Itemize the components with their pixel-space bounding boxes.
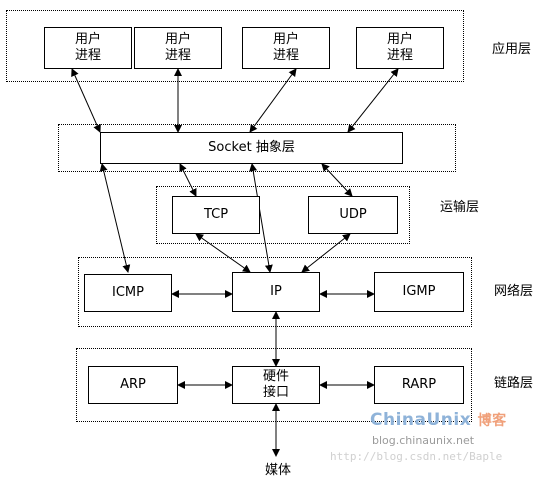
user-process-box-4: 用户 进程 bbox=[356, 27, 444, 69]
network-layer-label: 网络层 bbox=[494, 284, 534, 299]
arrow-up3-socket bbox=[249, 68, 297, 133]
icmp-box: ICMP bbox=[84, 274, 172, 312]
transport-layer-group bbox=[156, 186, 410, 244]
arrow-socket-tcp bbox=[179, 163, 197, 197]
udp-box: UDP bbox=[308, 196, 398, 234]
arrow-tcp-ip bbox=[195, 233, 251, 273]
rarp-box: RARP bbox=[374, 366, 464, 404]
igmp-box: IGMP bbox=[374, 272, 464, 312]
arrow-up4-socket bbox=[347, 68, 399, 133]
chinaunix-blog-url: blog.chinaunix.net bbox=[372, 434, 475, 447]
user-process-box-1: 用户 进程 bbox=[44, 27, 132, 69]
csdn-url-watermark: http://blog.csdn.net/Baple bbox=[330, 450, 503, 463]
chinaunix-watermark: ChinaUnix 博客 bbox=[370, 410, 507, 430]
arrow-socket-udp bbox=[321, 163, 353, 197]
arrow-socket-icmp bbox=[99, 163, 131, 273]
watermark-brand-suffix: 博客 bbox=[477, 413, 507, 429]
link-layer-label: 链路层 bbox=[494, 376, 534, 391]
arrow-up1-socket bbox=[71, 68, 101, 133]
tcp-box: TCP bbox=[172, 196, 260, 234]
user-process-box-2: 用户 进程 bbox=[134, 27, 222, 69]
transport-layer-label: 运输层 bbox=[440, 200, 480, 215]
arrow-udp-ip bbox=[301, 233, 351, 273]
user-process-box-3: 用户 进程 bbox=[242, 27, 330, 69]
arrow-socket-ip bbox=[249, 163, 273, 273]
socket-abstraction-box: Socket 抽象层 bbox=[100, 132, 403, 164]
media-label: 媒体 bbox=[265, 463, 292, 478]
watermark-brand: ChinaUnix bbox=[370, 410, 472, 430]
arp-box: ARP bbox=[88, 366, 178, 404]
ip-box: IP bbox=[232, 272, 320, 312]
hardware-interface-box: 硬件 接口 bbox=[232, 366, 320, 404]
application-layer-group bbox=[6, 10, 464, 82]
application-layer-label: 应用层 bbox=[492, 42, 532, 57]
